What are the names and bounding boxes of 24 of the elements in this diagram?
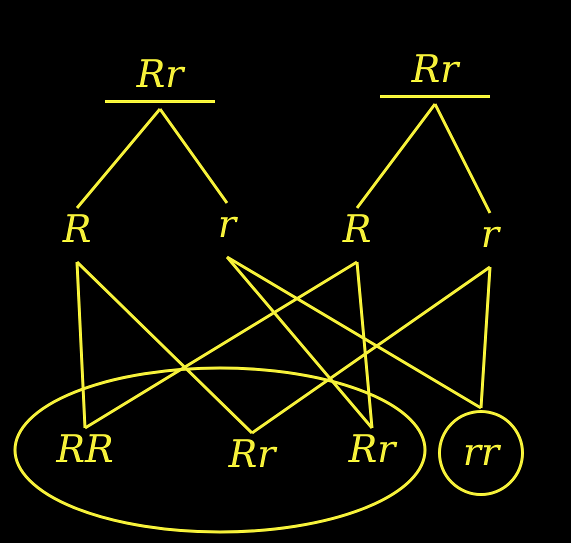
connector-line — [251, 266, 491, 434]
genotype-label: Rr — [136, 55, 184, 93]
allele-label: R — [62, 210, 92, 248]
connector-line — [158, 108, 228, 204]
genotype-label: Rr — [412, 50, 458, 88]
allele-label: r — [218, 205, 236, 243]
genotype-label: RR — [56, 430, 114, 468]
connector-line — [226, 256, 374, 429]
connector-line — [84, 260, 358, 430]
genotype-label: Rr — [348, 430, 396, 468]
connector-line — [226, 256, 482, 410]
allele-label: r — [480, 215, 500, 253]
connector-line — [356, 103, 436, 209]
connector-line — [76, 260, 254, 434]
connector-line — [356, 262, 374, 428]
connector-line — [76, 108, 162, 209]
connector-line — [480, 266, 492, 408]
connector-line — [76, 262, 86, 428]
genotype-circle — [438, 410, 524, 496]
genotype-label: rr — [462, 433, 500, 471]
connector-line — [434, 103, 492, 214]
grouping-ellipse — [12, 365, 428, 535]
allele-label: R — [342, 210, 372, 248]
genotype-label: Rr — [228, 435, 276, 473]
